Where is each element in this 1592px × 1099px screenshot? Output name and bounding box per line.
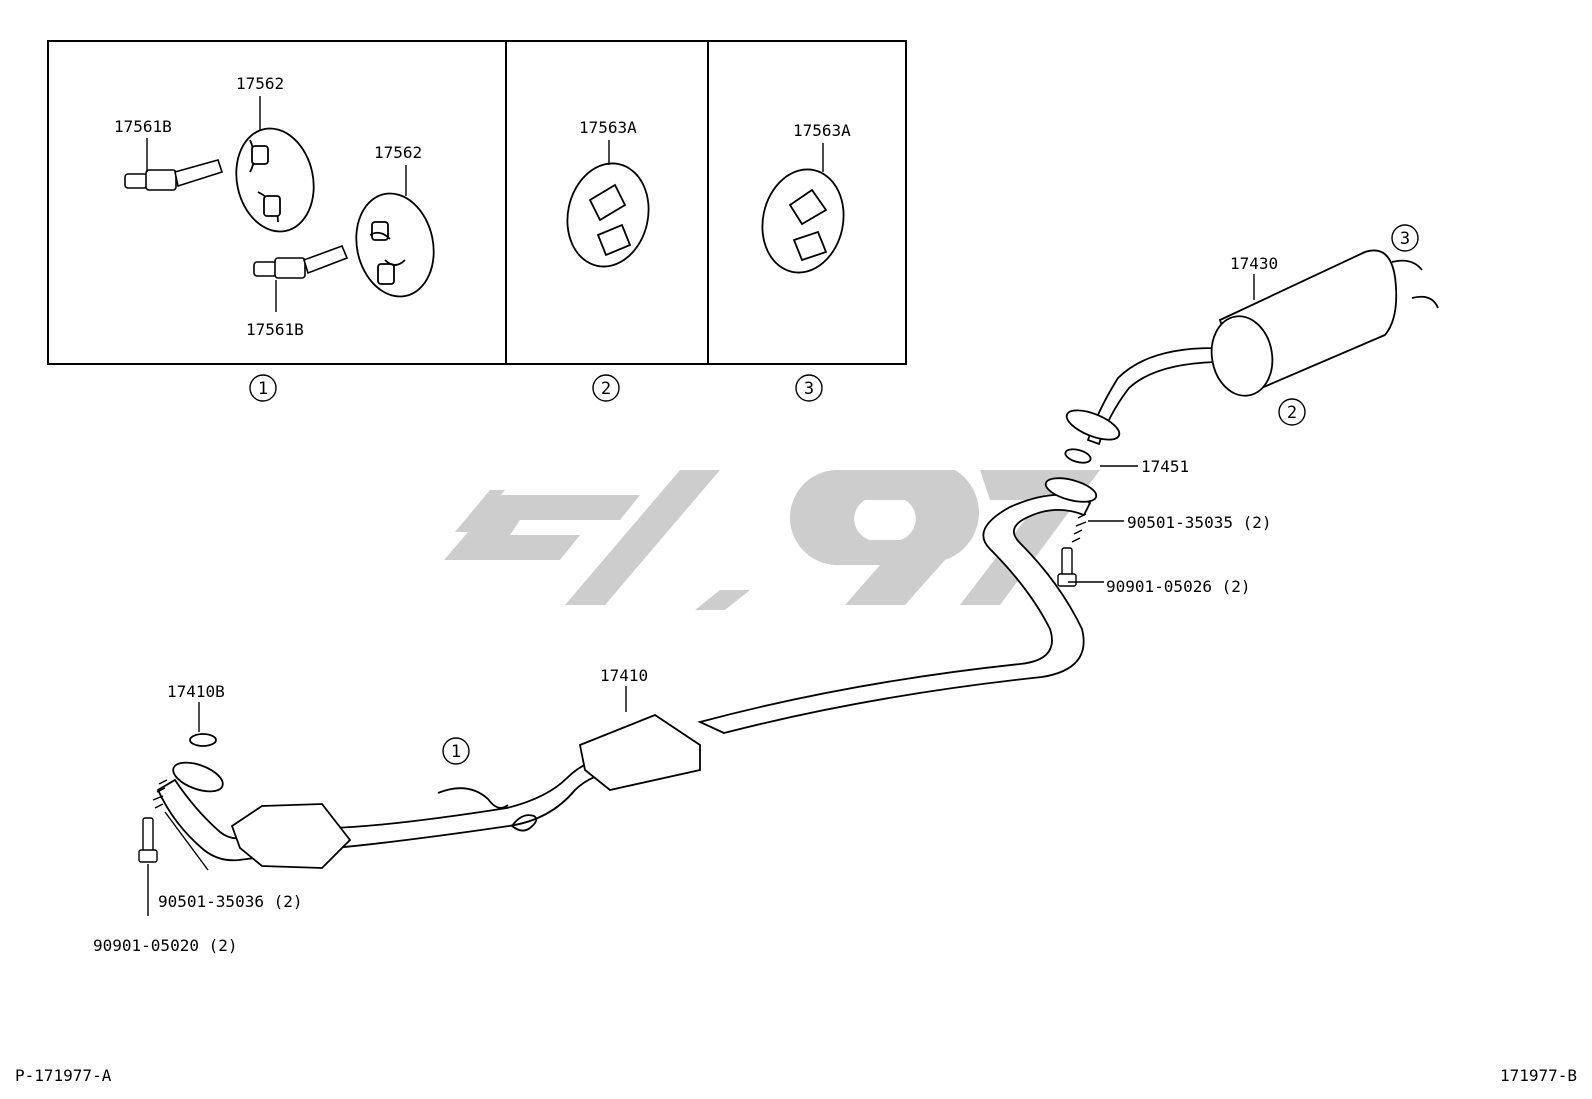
muffler-front-number: 2 [1287,403,1297,423]
inset-frame [47,40,907,365]
inset-1-hanger-upper [235,127,315,233]
inset-1-bolt-upper [124,159,224,191]
label-17430: 17430 [1230,254,1278,273]
hardware-front [138,779,168,863]
inset-3-number: 3 [804,379,814,399]
label-17562-upper: 17562 [236,74,284,93]
muffler-front-marker [1278,398,1306,426]
center-pipe [578,448,1098,791]
label-17410b: 17410B [167,682,225,701]
inset-1-bolt-lower [253,244,349,279]
label-17451: 17451 [1141,457,1189,476]
label-17563a-inset3: 17563A [793,121,851,140]
part-labels: 17562 17561B 17562 17561B 17563A 17563A … [93,74,1278,955]
center-pipe-marker [442,737,470,765]
tail-muffler [1065,249,1439,446]
inset-3-hanger [761,168,845,274]
circle-markers [249,224,1419,765]
footer-left-code: P-171977-A [15,1066,112,1085]
inset-1-hanger-lower [355,192,435,298]
label-90501-35035: 90501-35035 (2) [1127,513,1272,532]
footer-right-code: 171977-B [1500,1066,1577,1085]
label-17561b-lower: 17561B [246,320,304,339]
inset-1-marker [249,374,277,402]
circle-marker-numbers: 1 2 3 3 2 1 [258,229,1410,762]
inset-3-marker [795,374,823,402]
label-90901-05020: 90901-05020 (2) [93,936,238,955]
label-17562-lower: 17562 [374,143,422,162]
inset-2-marker [592,374,620,402]
muffler-rear-marker [1391,224,1419,252]
hardware-rear [1057,513,1087,587]
label-17561b-upper: 17561B [114,117,172,136]
inset-2-hanger [566,162,650,268]
inset-leaders [146,96,824,312]
front-pipe-assembly [156,733,623,869]
label-17563a-inset2: 17563A [579,118,637,137]
inset-1-number: 1 [258,379,268,399]
main-leaders [147,274,1255,916]
inset-2-number: 2 [601,379,611,399]
label-17410: 17410 [600,666,648,685]
label-90901-05026: 90901-05026 (2) [1106,577,1251,596]
muffler-rear-number: 3 [1400,229,1410,249]
label-90501-35036: 90501-35036 (2) [158,892,303,911]
center-pipe-number: 1 [451,742,461,762]
